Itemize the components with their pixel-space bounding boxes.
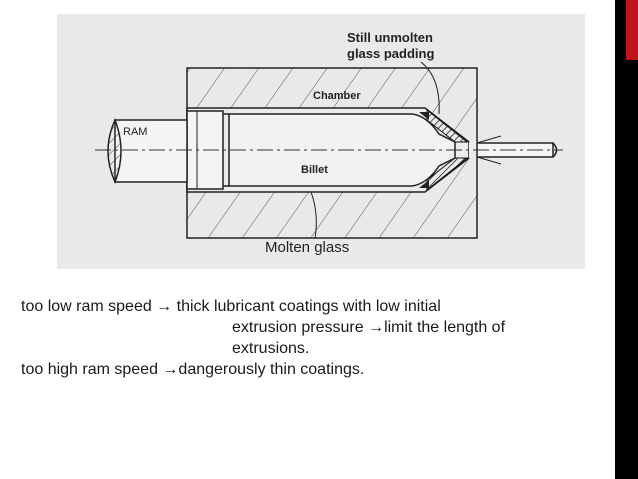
- label-molten-glass: Molten glass: [265, 239, 349, 256]
- ram-end-section: [107, 118, 122, 184]
- right-edge-stripe: [615, 0, 638, 479]
- body-text: too low ram speed → thick lubricant coat…: [21, 296, 611, 380]
- orifice-edge-bottom: [476, 156, 502, 165]
- glass-padding-bottom-fill: [419, 180, 429, 188]
- orifice-edge-top: [476, 135, 502, 144]
- glass-padding-top-fill: [419, 112, 429, 120]
- body-line-1: too low ram speed → thick lubricant coat…: [21, 298, 441, 315]
- label-padding-line1: Still unmolten: [347, 30, 433, 45]
- label-chamber: Chamber: [313, 90, 361, 102]
- label-padding-line2: glass padding: [347, 46, 434, 61]
- leader-molten: [310, 191, 317, 239]
- label-billet: Billet: [301, 164, 328, 176]
- right-edge-accent: [626, 0, 638, 60]
- body-line-3: extrusions.: [232, 340, 310, 357]
- body-line-2: extrusion pressure →limit the length of: [232, 319, 506, 336]
- leader-padding: [420, 61, 440, 115]
- label-ram: RAM: [123, 126, 147, 138]
- body-line-4: too high ram speed →dangerously thin coa…: [21, 361, 365, 378]
- extrusion-diagram-svg: RAM Chamber Billet Still unmolten glass …: [57, 14, 585, 269]
- extrusion-diagram: RAM Chamber Billet Still unmolten glass …: [57, 14, 585, 269]
